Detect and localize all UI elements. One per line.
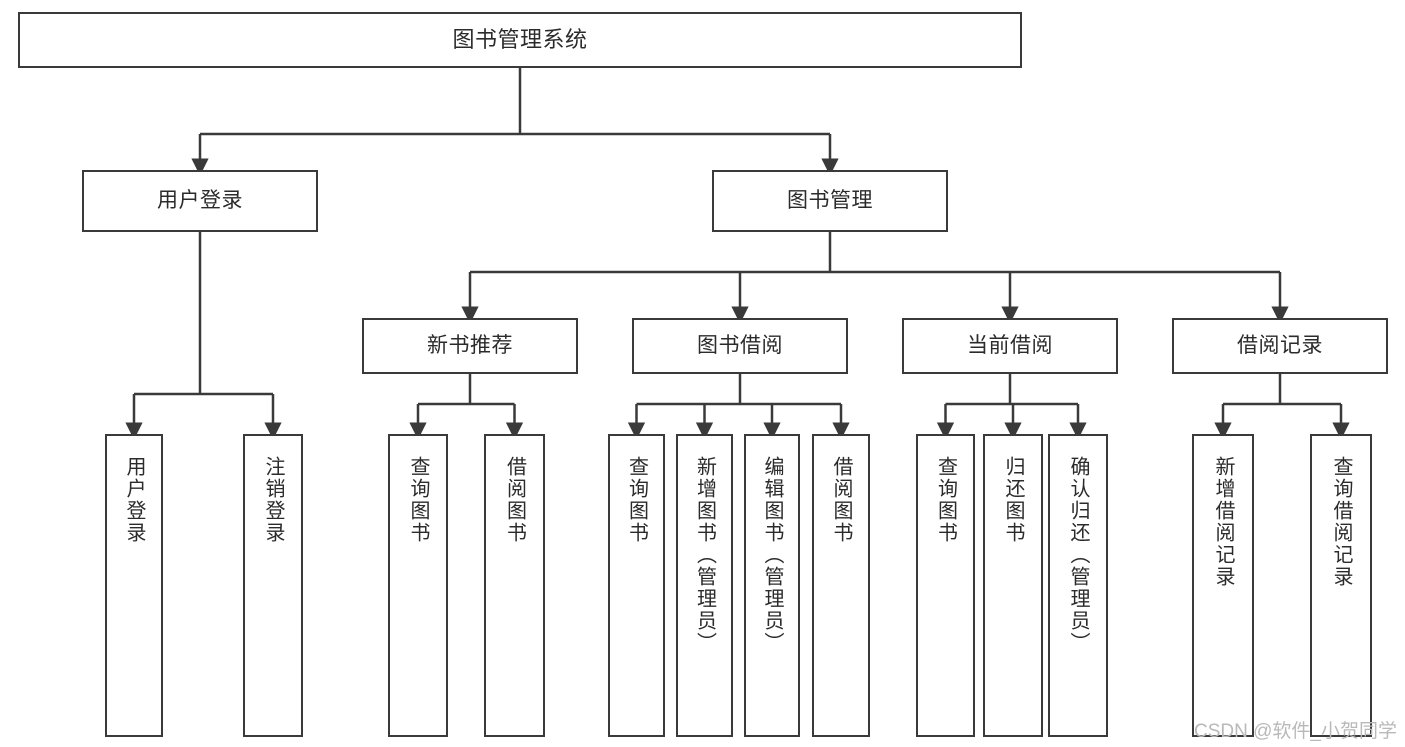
- node-label-new-book-rec: 新书推荐: [427, 334, 513, 358]
- node-leaf-br-add[interactable]: 新增借阅记录: [1192, 434, 1254, 737]
- node-label-leaf-rec-borrow: 借阅图书: [503, 456, 526, 544]
- node-user-login[interactable]: 用户登录: [82, 170, 318, 232]
- node-leaf-cb-query[interactable]: 查询图书: [916, 434, 975, 737]
- node-label-leaf-br-add: 新增借阅记录: [1212, 456, 1234, 588]
- node-leaf-user-login[interactable]: 用户登录: [105, 434, 163, 737]
- node-label-leaf-bb-borrow: 借阅图书: [830, 456, 852, 544]
- node-new-book-rec[interactable]: 新书推荐: [362, 318, 578, 374]
- node-label-leaf-br-query: 查询借阅记录: [1330, 456, 1352, 588]
- node-book-manage[interactable]: 图书管理: [712, 170, 948, 232]
- node-leaf-rec-query[interactable]: 查询图书: [388, 434, 448, 737]
- node-label-leaf-rec-query: 查询图书: [407, 456, 429, 544]
- node-label-leaf-user-logout: 注销登录: [262, 456, 284, 544]
- node-label-leaf-user-login: 用户登录: [123, 456, 145, 544]
- node-label-book-manage: 图书管理: [787, 189, 873, 213]
- node-label-current-borrow: 当前借阅: [967, 334, 1053, 358]
- node-borrow-record[interactable]: 借阅记录: [1172, 318, 1388, 374]
- node-leaf-bb-edit[interactable]: 编辑图书（管理员）: [744, 434, 800, 737]
- node-label-borrow-record: 借阅记录: [1237, 334, 1323, 358]
- node-label-leaf-cb-return: 归还图书: [1002, 456, 1024, 544]
- node-label-leaf-bb-edit: 编辑图书（管理员）: [761, 456, 783, 654]
- node-leaf-br-query[interactable]: 查询借阅记录: [1310, 434, 1372, 737]
- edge-paths: [125, 68, 1350, 440]
- node-leaf-bb-borrow[interactable]: 借阅图书: [812, 434, 870, 737]
- node-leaf-bb-add[interactable]: 新增图书（管理员）: [676, 434, 733, 737]
- node-label-leaf-bb-add: 新增图书（管理员）: [693, 456, 716, 654]
- node-label-leaf-cb-confirm: 确认归还（管理员）: [1067, 456, 1089, 654]
- node-label-leaf-bb-query: 查询图书: [625, 456, 648, 544]
- node-leaf-cb-return[interactable]: 归还图书: [983, 434, 1043, 737]
- node-leaf-user-logout[interactable]: 注销登录: [243, 434, 303, 737]
- watermark: CSDN @软件_小贺同学: [1194, 721, 1397, 742]
- node-current-borrow[interactable]: 当前借阅: [902, 318, 1118, 374]
- node-book-borrow[interactable]: 图书借阅: [632, 318, 848, 374]
- node-root[interactable]: 图书管理系统: [18, 12, 1022, 68]
- node-label-book-borrow: 图书借阅: [697, 334, 783, 358]
- node-label-user-login: 用户登录: [157, 189, 243, 213]
- node-leaf-cb-confirm[interactable]: 确认归还（管理员）: [1048, 434, 1108, 737]
- node-leaf-rec-borrow[interactable]: 借阅图书: [484, 434, 545, 737]
- node-label-leaf-cb-query: 查询图书: [934, 456, 957, 544]
- node-leaf-bb-query[interactable]: 查询图书: [608, 434, 665, 737]
- node-label-root: 图书管理系统: [452, 26, 588, 52]
